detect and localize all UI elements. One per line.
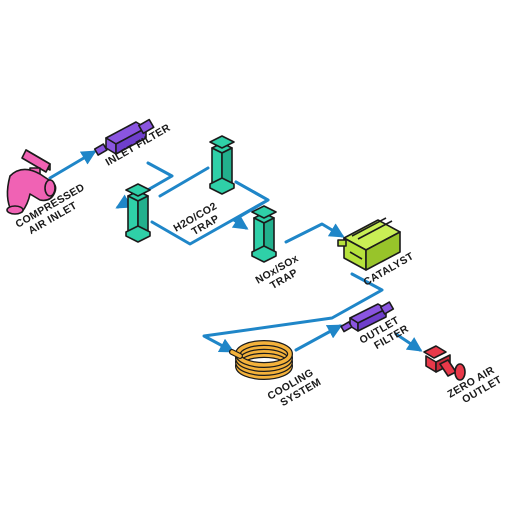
cooling-system-icon [229, 340, 293, 380]
trap-column-right [209, 135, 235, 195]
h2o-co2-trap-icon [125, 135, 235, 243]
trap-column-left [125, 183, 151, 243]
inlet-filter-icon [93, 118, 155, 156]
zero-air-outlet-icon [423, 345, 466, 381]
pipe-cooling-to-outlet-filter [294, 324, 343, 352]
nox-sox-trap-icon [251, 205, 277, 263]
flow-pipes [48, 150, 423, 353]
compressed-air-inlet-icon [6, 149, 57, 215]
pipe-catalyst-to-cooling [202, 272, 384, 353]
pipe-outlet-filter-to-zero-air [394, 332, 423, 352]
pipe-trap-to-nox [231, 180, 270, 230]
outlet-filter-icon [340, 301, 395, 333]
pipe-nox-to-catalyst [284, 222, 345, 244]
pipe-trap-internal-upper [158, 166, 210, 198]
pipe-inlet-to-filter [48, 150, 97, 180]
catalyst-icon [337, 217, 401, 271]
